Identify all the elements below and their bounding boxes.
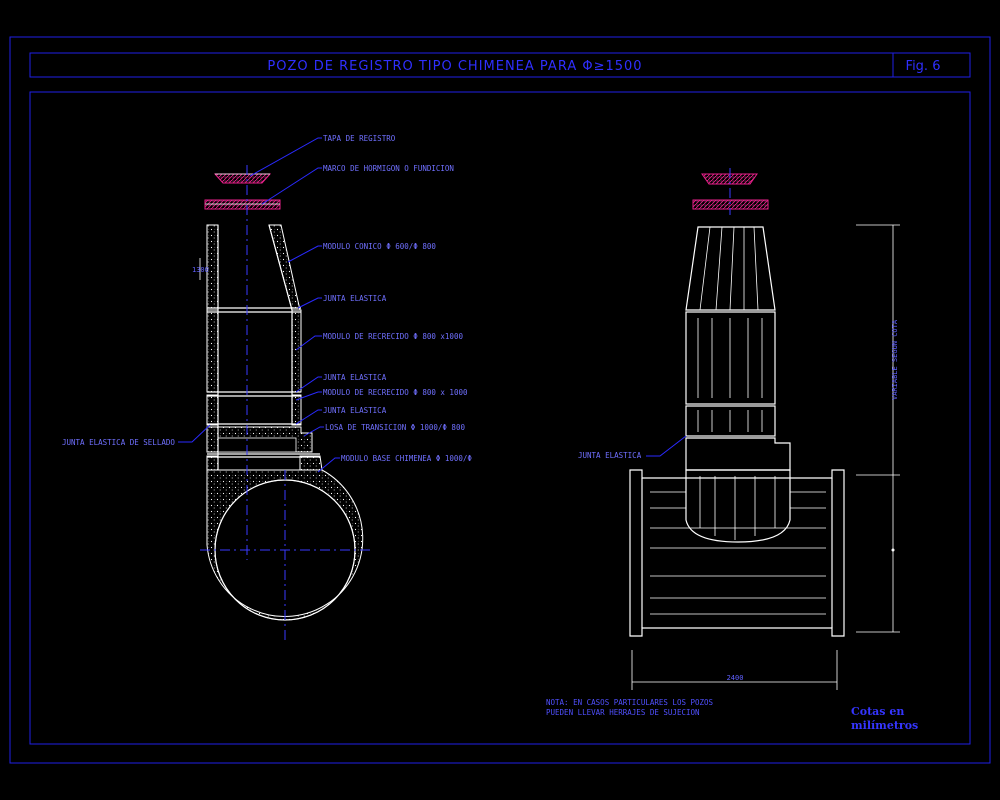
left-wall-low	[206, 394, 219, 426]
page-title: POZO DE REGISTRO TIPO CHIMENEA PARA Φ≥15…	[267, 59, 642, 74]
label-recrecido-2: MODULO DE RECRECIDO Φ 800 x 1000	[323, 388, 468, 397]
units-line-1: Cotas en	[851, 705, 904, 718]
elevation-view: VARIABLE SEGUN COTA 2400 JUNTA ELASTICA	[578, 168, 900, 690]
label-recrecido-1: MODULO DE RECRECIDO Φ 800 x1000	[323, 332, 463, 341]
elev-main-pipe	[629, 469, 845, 637]
elev-recrecido-2	[685, 405, 776, 437]
units-line-2: milímetros	[851, 719, 918, 732]
drawing-frame	[29, 91, 971, 745]
label-sellado: JUNTA ELASTICA DE SELLADO	[62, 438, 175, 447]
tapa-de-registro	[213, 173, 272, 184]
elev-base	[685, 469, 791, 543]
outer-frame	[9, 36, 991, 764]
label-base: MODULO BASE CHIMENEA Φ 1000/Φ	[341, 454, 472, 463]
title-block	[29, 52, 971, 78]
elev-transition	[685, 437, 791, 471]
note-line-2: PUEDEN LLEVAR HERRAJES DE SUJECION	[546, 708, 700, 717]
note-line-1: NOTA: EN CASOS PARTICULARES LOS POZOS	[546, 698, 714, 707]
label-junta-2: JUNTA ELASTICA	[323, 373, 387, 382]
right-wall-mid	[291, 309, 302, 393]
section-view: 1300 TAPA DE REGISTRO MARCO DE HORMIGON …	[62, 134, 472, 640]
marco	[204, 199, 281, 210]
conical-wall-right	[268, 224, 301, 311]
elev-horizontal-dim-text: 2400	[727, 674, 744, 682]
left-wall-mid	[206, 309, 219, 393]
label-junta-3: JUNTA ELASTICA	[323, 406, 387, 415]
modulo-base	[206, 455, 323, 471]
figure-label: Fig. 6	[906, 59, 941, 74]
elev-tapa	[701, 173, 758, 185]
elev-marco	[692, 199, 769, 210]
label-losa: LOSA DE TRANSICION Φ 1000/Φ 800	[325, 423, 465, 432]
label-elev-junta: JUNTA ELASTICA	[578, 451, 642, 460]
label-marco: MARCO DE HORMIGON O FUNDICION	[323, 164, 454, 173]
elev-conical-module	[685, 226, 776, 311]
label-conico: MODULO CONICO Φ 600/Φ 800	[323, 242, 436, 251]
section-dim-top: 1300	[192, 266, 209, 274]
elev-vertical-dim-text: VARIABLE SEGUN COTA	[891, 319, 899, 400]
label-junta-1: JUNTA ELASTICA	[323, 294, 387, 303]
label-tapa: TAPA DE REGISTRO	[323, 134, 396, 143]
elev-recrecido-1	[685, 311, 776, 405]
